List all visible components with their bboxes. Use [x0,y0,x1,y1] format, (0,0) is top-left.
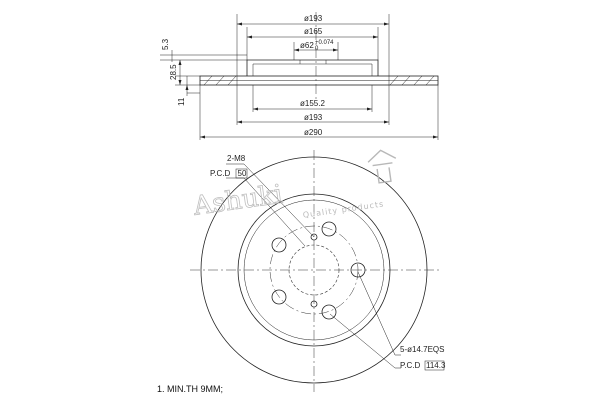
dim-hat-bottom-diameter: ø193 [304,113,323,122]
section-hatch [203,75,435,86]
bolt-spec-label: 2-M8 [227,154,246,163]
wheel-bolt-hole [271,289,287,305]
dim-hat-top-diameter: ø193 [304,14,323,23]
hat-section [246,59,379,76]
holes-spec-label: 5-ø14.7EQS [400,345,444,354]
pcd-large-box [424,360,445,371]
note-min-thickness: 1. MIN.TH 9MM; [157,384,223,394]
dim-inner-band-diameter: ø155.2 [300,99,325,108]
dim-center-bore-tolerance: +0.074 [315,40,334,46]
center-bore-circle [288,244,340,296]
dim-thickness: 11 [177,97,186,106]
wheel-bolt-hole [321,221,337,237]
watermark-symbol [367,149,397,184]
dimension-lines [160,22,438,139]
front-view: 2-M8 P.C.D 50 5-ø14.7EQS P.C.D 114.3 [190,150,446,392]
wheel-bolt-hole [350,262,366,278]
disc-profile [199,59,439,86]
m8-threaded-hole [310,233,318,241]
pcd-large-value: 114.3 [426,361,446,370]
watermark-logo-mark [367,149,397,184]
pcd-large-label: P.C.D [400,361,421,370]
dim-total-height: 28.5 [169,64,178,80]
dim-disc-diameter: ø290 [304,128,323,137]
watermark-tagline: Quality products [302,199,385,219]
extension-lines [199,14,439,140]
m8-threaded-hole [310,300,318,308]
side-view: ø193 ø165 ø62 +0.074 0 ø155.2 ø193 ø290 … [160,12,439,140]
brand-watermark: Ashuki Quality products [190,149,397,222]
watermark-brand: Ashuki [191,180,285,222]
dim-center-bore: ø62 [300,41,314,50]
pcd-small-value: 50 [238,169,247,178]
wheel-bolt-hole [271,237,287,253]
dim-hat-inner-diameter: ø165 [304,27,323,36]
pcd-small-label: P.C.D [210,169,231,178]
dim-hat-height: 5.3 [161,38,170,50]
wheel-bolt-hole [321,304,337,320]
pcd-small-box [235,168,248,179]
dim-center-bore-tolerance-lower: 0 [315,46,319,52]
wheel-bolt-holes [271,221,366,320]
